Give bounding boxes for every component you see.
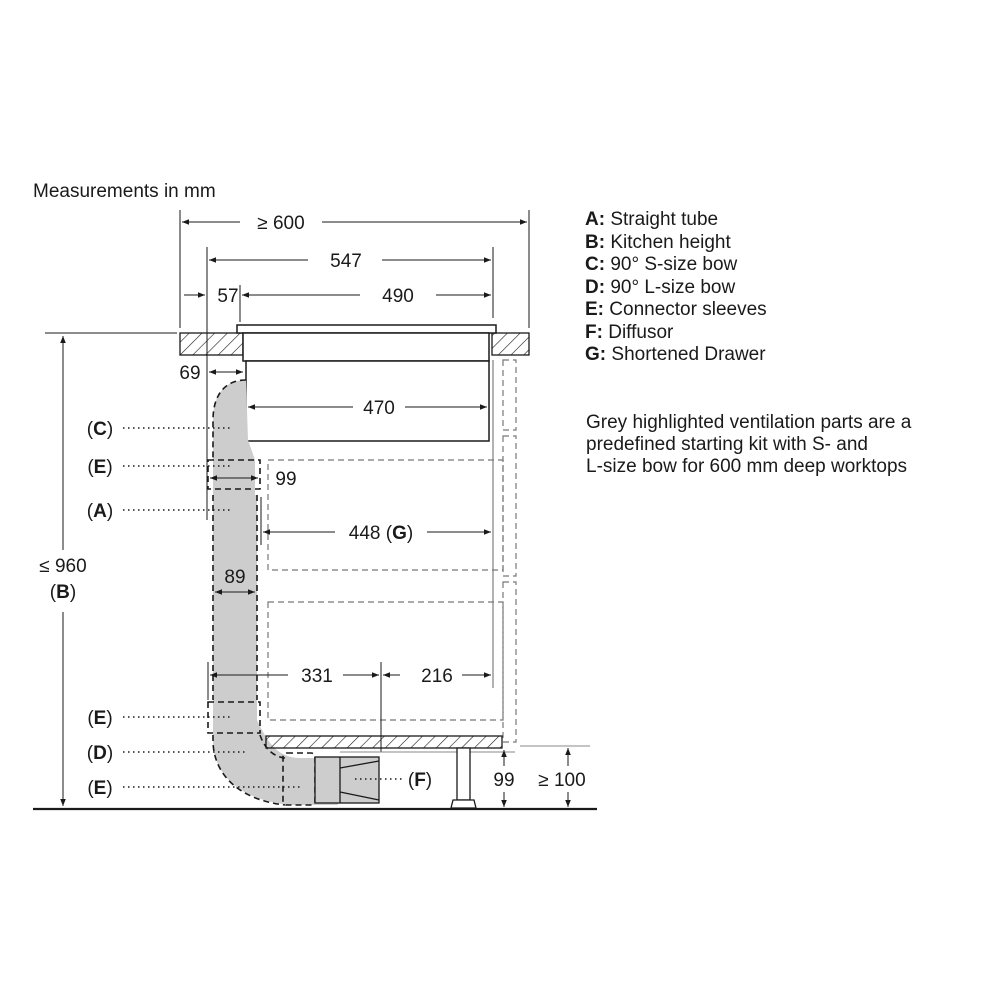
dim-worktop-depth: ≥ 600 [182, 213, 527, 234]
cabinet-base [265, 735, 503, 749]
svg-text:≤ 960: ≤ 960 [39, 556, 86, 577]
callout-e-lower: (E) [87, 778, 112, 799]
dim-tube-89: 89 [215, 567, 255, 595]
legend-item-c: C: 90° S-size bow [585, 254, 738, 275]
legend-item-g: G: Shortened Drawer [585, 344, 766, 365]
dim-front-offset: 57 [184, 286, 239, 307]
svg-text:470: 470 [363, 398, 395, 419]
dim-hob-body: 490 [242, 286, 491, 307]
svg-text:216: 216 [421, 666, 453, 687]
diffusor [314, 756, 380, 804]
dim-hob-depth: 547 [209, 251, 491, 272]
extension-lines [45, 210, 530, 520]
svg-text:≥ 600: ≥ 600 [257, 213, 304, 234]
worktop-right [491, 332, 530, 356]
svg-text:99: 99 [493, 770, 514, 791]
cabinet-foot [450, 747, 477, 809]
legend-item-d: D: 90° L-size bow [585, 276, 736, 298]
svg-text:≥ 100: ≥ 100 [538, 770, 585, 791]
dim-331: 331 [207, 662, 379, 700]
legend-item-b: B: Kitchen height [585, 231, 731, 253]
legend-item-f: F: Diffusor [585, 321, 674, 343]
connector-sleeve-upper [207, 459, 261, 490]
dim-sleeve-99: 99 [210, 469, 297, 490]
svg-text:69: 69 [179, 363, 200, 384]
worktop-left [179, 332, 244, 356]
dim-69: 69 [179, 363, 243, 384]
cabinet-dashed [267, 359, 517, 743]
dim-216: 216 [383, 666, 491, 687]
callout-f: (F) [408, 770, 432, 791]
callout-e-upper: (E) [87, 457, 112, 478]
callout-e-middle: (E) [87, 708, 112, 729]
dim-plinth-99: 99 [493, 750, 515, 807]
callout-leaders [123, 427, 402, 788]
legend-item-e: E: Connector sleeves [585, 299, 767, 320]
svg-text:448 (G): 448 (G) [349, 523, 413, 544]
svg-text:(B): (B) [50, 582, 76, 603]
legend-item-a: A: Straight tube [585, 209, 719, 230]
callout-d: (D) [87, 743, 113, 764]
dim-plinth-min: ≥ 100 [538, 748, 586, 807]
svg-text:57: 57 [217, 286, 238, 307]
kit-note: Grey highlighted ventilation parts are a… [586, 412, 912, 477]
dim-kitchen-height: ≤ 960 (B) [39, 336, 87, 806]
cooktop-body-top [242, 332, 490, 362]
svg-text:99: 99 [275, 469, 296, 490]
svg-text:490: 490 [382, 286, 414, 307]
dim-drawer-448: 448 (G) [260, 497, 491, 545]
cooktop-body [245, 360, 490, 442]
ventilation-duct [207, 379, 338, 806]
callout-a: (A) [87, 501, 113, 522]
svg-text:547: 547 [330, 251, 362, 272]
diagram-title: Measurements in mm [33, 181, 216, 202]
svg-text:331: 331 [301, 666, 333, 687]
callout-c: (C) [87, 419, 113, 440]
cooktop-glass [236, 324, 497, 334]
callout-labels: (C) (E) (A) (E) (D) (E) (F) [87, 419, 432, 799]
dim-470: 470 [248, 398, 487, 419]
svg-text:89: 89 [224, 567, 245, 588]
legend: A: Straight tube B: Kitchen height C: 90… [585, 209, 767, 367]
